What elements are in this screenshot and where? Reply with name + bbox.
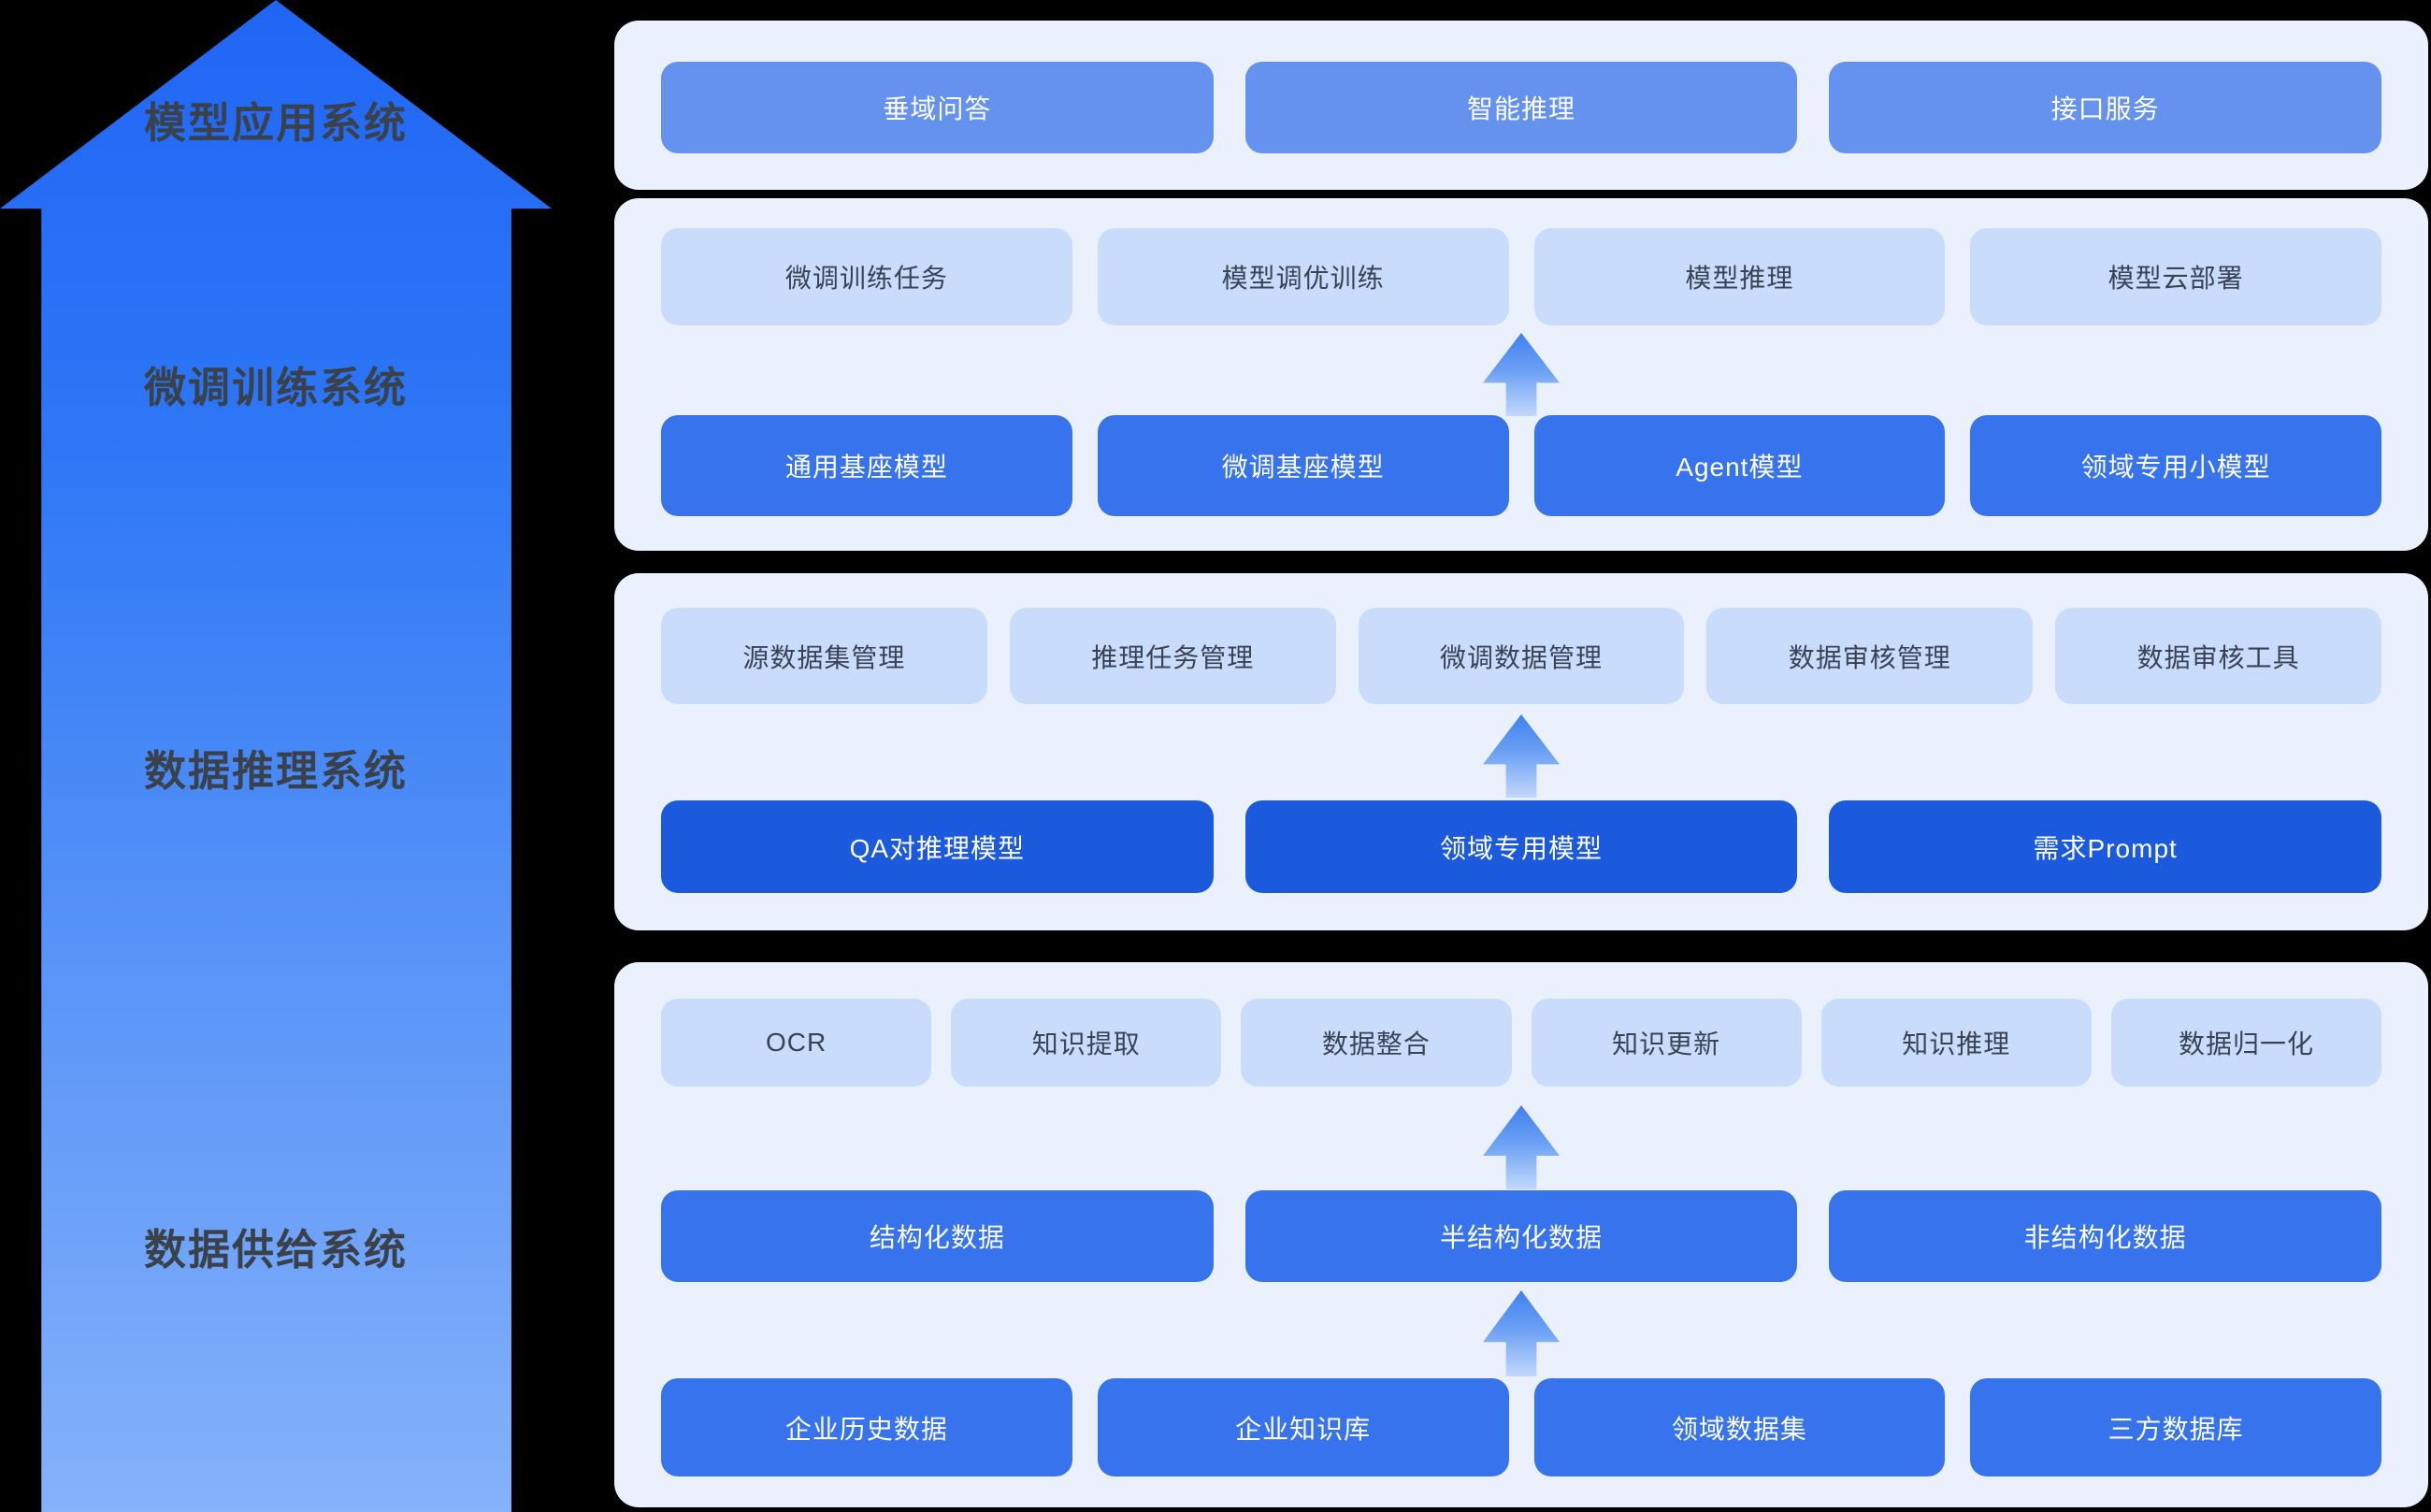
- box-qa-pair-inference-model: QA对推理模型: [661, 800, 1214, 893]
- panel1-row1: 垂域问答 智能推理 接口服务: [661, 62, 2382, 153]
- box-general-base-model: 通用基座模型: [661, 415, 1072, 516]
- box-enterprise-history-data: 企业历史数据: [661, 1378, 1072, 1476]
- up-arrow-icon: [1483, 333, 1560, 416]
- box-data-review-tool: 数据审核工具: [2055, 608, 2381, 704]
- box-requirement-prompt: 需求Prompt: [1829, 800, 2382, 893]
- up-trend-arrow-shape: [0, 0, 552, 1512]
- box-knowledge-extraction: 知识提取: [951, 999, 1222, 1087]
- panel4-row3: 企业历史数据 企业知识库 领域数据集 三方数据库: [661, 1378, 2381, 1476]
- box-model-cloud-deploy: 模型云部署: [1970, 228, 2381, 325]
- box-data-review-mgmt: 数据审核管理: [1706, 608, 2034, 704]
- up-arrow-icon: [1483, 714, 1560, 798]
- box-ocr: OCR: [661, 999, 932, 1087]
- box-structured-data: 结构化数据: [661, 1190, 1214, 1282]
- box-semi-structured-data: 半结构化数据: [1244, 1190, 1798, 1282]
- box-unstructured-data: 非结构化数据: [1829, 1190, 2382, 1282]
- box-enterprise-knowledge-base: 企业知识库: [1097, 1378, 1509, 1476]
- data-supply-panel: OCR 知识提取 数据整合 知识更新 知识推理 数据归一化 结构化数据 半结构化…: [614, 962, 2428, 1507]
- layer-label-data-supply: 数据供给系统: [143, 1226, 408, 1274]
- box-api-service: 接口服务: [1829, 62, 2382, 153]
- box-domain-specific-model: 领域专用模型: [1244, 800, 1798, 893]
- up-arrow-icon: [1483, 1290, 1560, 1376]
- up-arrow-icon: [1483, 1105, 1560, 1189]
- box-knowledge-inference: 知识推理: [1820, 999, 2092, 1087]
- panel4-row2: 结构化数据 半结构化数据 非结构化数据: [661, 1190, 2382, 1282]
- box-source-dataset-mgmt: 源数据集管理: [661, 608, 987, 704]
- data-inference-panel: 源数据集管理 推理任务管理 微调数据管理 数据审核管理 数据审核工具 QA对推理…: [614, 573, 2428, 930]
- layer-label-data-inference: 数据推理系统: [143, 747, 408, 795]
- panel2-row2: 通用基座模型 微调基座模型 Agent模型 领域专用小模型: [661, 415, 2381, 516]
- box-agent-model: Agent模型: [1533, 415, 1946, 516]
- panel2-row1: 微调训练任务 模型调优训练 模型推理 模型云部署: [661, 228, 2381, 325]
- box-domain-dataset: 领域数据集: [1533, 1378, 1946, 1476]
- box-vertical-qa: 垂域问答: [661, 62, 1214, 153]
- fine-tune-training-panel: 微调训练任务 模型调优训练 模型推理 模型云部署 通用基座模型 微调基座模型 A…: [614, 198, 2428, 551]
- box-data-normalization: 数据归一化: [2110, 999, 2382, 1087]
- model-application-panel: 垂域问答 智能推理 接口服务: [614, 21, 2428, 190]
- box-third-party-database: 三方数据库: [1970, 1378, 2381, 1476]
- panel3-row1: 源数据集管理 推理任务管理 微调数据管理 数据审核管理 数据审核工具: [661, 608, 2381, 704]
- box-finetuned-base-model: 微调基座模型: [1097, 415, 1509, 516]
- box-model-inference: 模型推理: [1533, 228, 1946, 325]
- box-finetune-data-mgmt: 微调数据管理: [1358, 608, 1685, 704]
- box-data-integration: 数据整合: [1241, 999, 1512, 1087]
- panel3-row2: QA对推理模型 领域专用模型 需求Prompt: [661, 800, 2382, 893]
- layer-label-model-application: 模型应用系统: [143, 99, 408, 147]
- box-inference-task-mgmt: 推理任务管理: [1009, 608, 1336, 704]
- box-finetune-task: 微调训练任务: [661, 228, 1072, 325]
- box-domain-small-model: 领域专用小模型: [1970, 415, 2381, 516]
- box-model-tuning-training: 模型调优训练: [1097, 228, 1509, 325]
- layer-label-fine-tune-training: 微调训练系统: [143, 364, 408, 411]
- box-intelligent-inference: 智能推理: [1244, 62, 1798, 153]
- box-knowledge-update: 知识更新: [1531, 999, 1802, 1087]
- panel4-row1: OCR 知识提取 数据整合 知识更新 知识推理 数据归一化: [661, 999, 2382, 1087]
